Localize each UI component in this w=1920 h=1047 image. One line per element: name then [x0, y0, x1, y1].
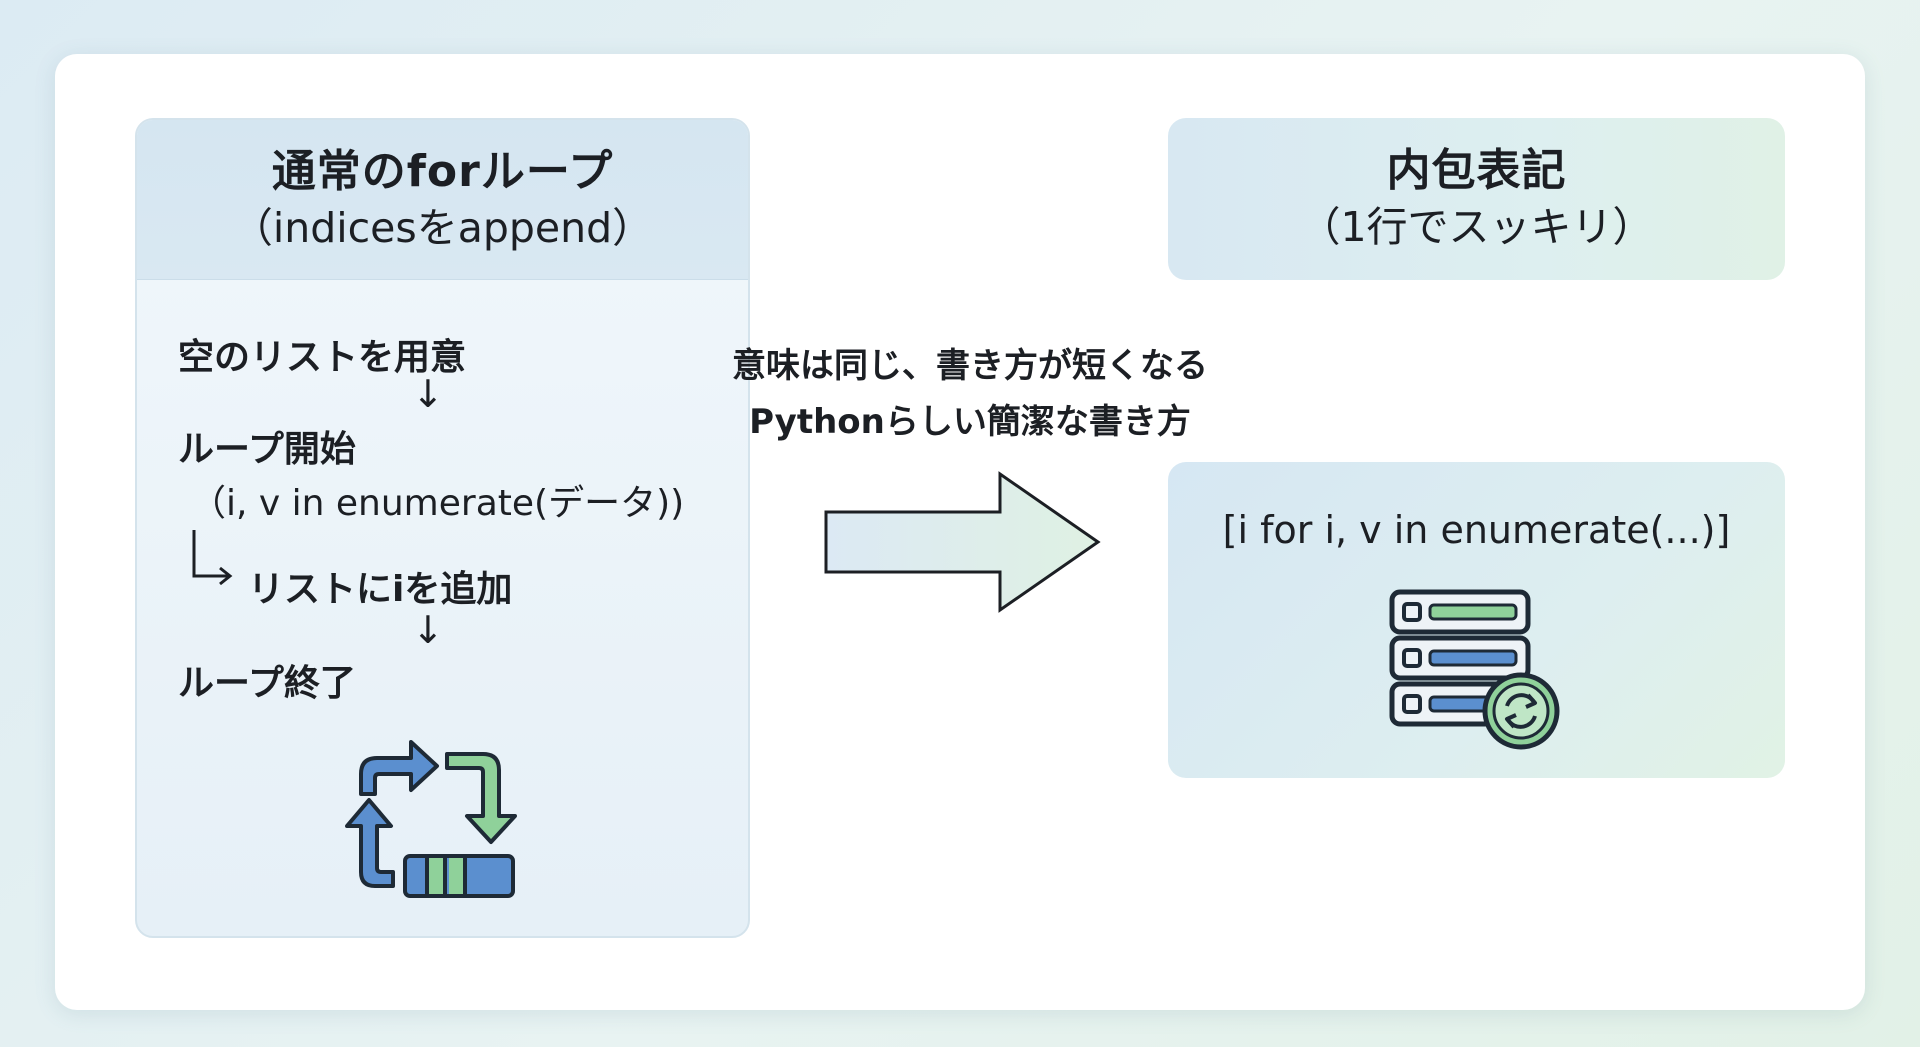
flow-arrow-down-1: ↓: [412, 372, 444, 416]
comprehension-code: [i for i, v in enumerate(...)]: [1222, 508, 1731, 552]
big-right-arrow: [824, 471, 1101, 613]
for-loop-subtitle: （indicesをappend）: [231, 203, 654, 252]
for-loop-header: 通常のforループ （indicesをappend）: [137, 120, 748, 280]
comparison-caption: 意味は同じ、書き方が短くなる Pythonらしい簡潔な書き方: [700, 338, 1240, 450]
comprehension-subtitle: （1行でスッキリ）: [1299, 203, 1654, 251]
comprehension-title: 内包表記: [1386, 145, 1567, 196]
comprehension-header: 内包表記 （1行でスッキリ）: [1168, 118, 1785, 280]
flow-arrow-down-2: ↓: [412, 608, 444, 652]
server-refresh-icon: [1389, 589, 1560, 750]
step-loop-start: ループ開始: [178, 429, 356, 470]
branch-arrow-icon: [192, 530, 233, 586]
for-loop-panel: 通常のforループ （indicesをappend）: [135, 118, 750, 938]
loop-code: （i, v in enumerate(データ)): [190, 483, 685, 524]
step-prepare-list: 空のリストを用意: [178, 337, 467, 378]
caption-line-2: Pythonらしい簡潔な書き方: [749, 402, 1191, 442]
caption-line-1: 意味は同じ、書き方が短くなる: [732, 346, 1208, 386]
loop-arrows-icon: [345, 740, 517, 898]
step-loop-end: ループ終了: [178, 663, 356, 704]
step-append-i: リストにiを追加: [248, 569, 513, 610]
for-loop-title: 通常のforループ: [271, 145, 614, 197]
